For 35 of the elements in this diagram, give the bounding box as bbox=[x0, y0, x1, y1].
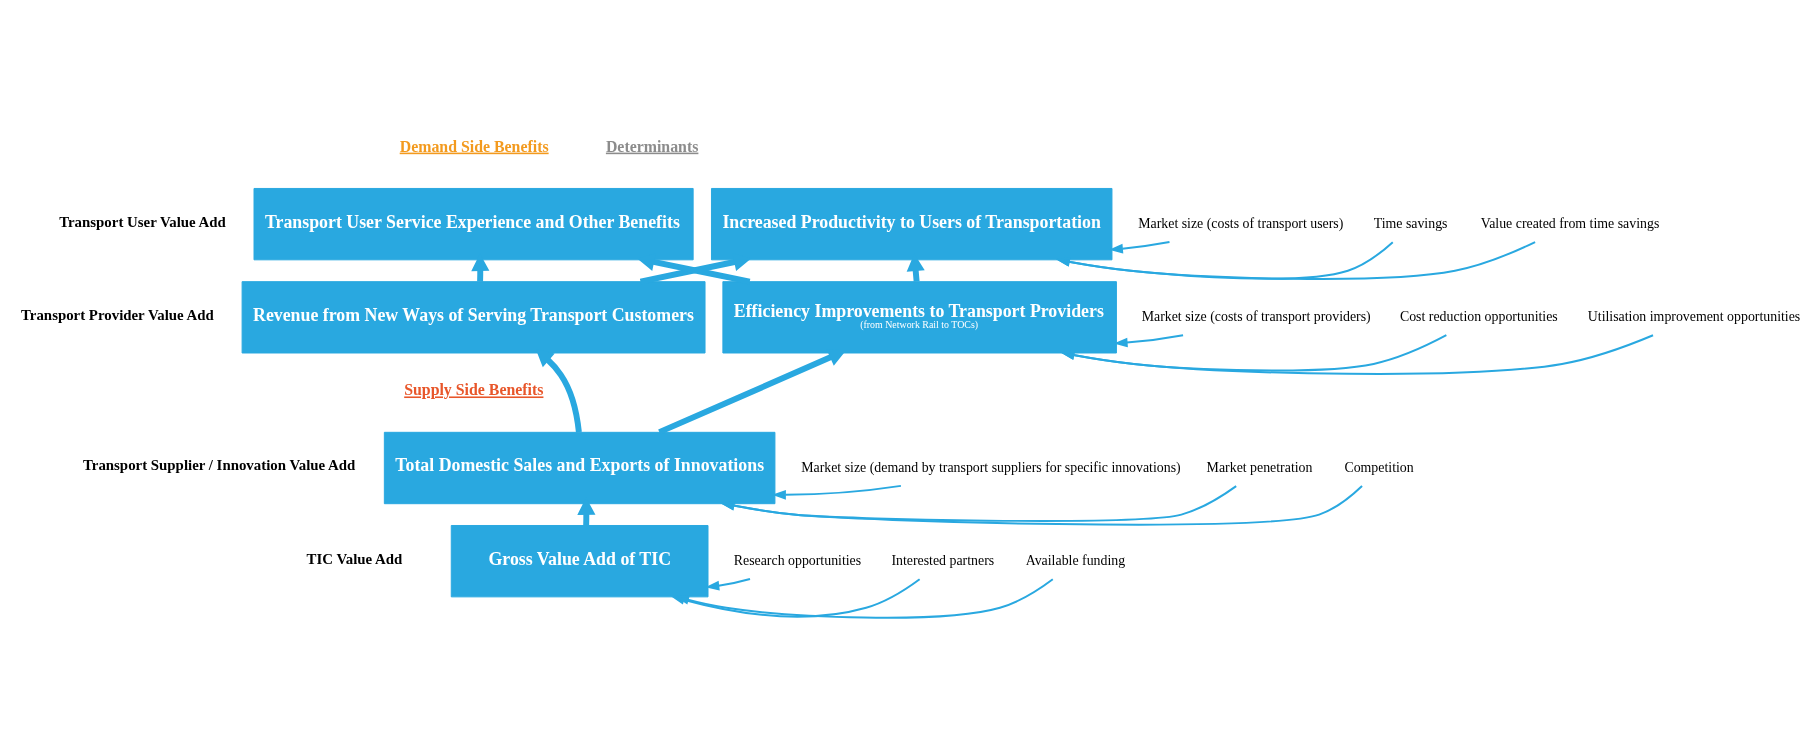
label: TIC Value Add bbox=[306, 550, 403, 567]
label: Supply Side Benefits bbox=[404, 380, 544, 398]
label: Transport Provider Value Add bbox=[21, 306, 214, 323]
node-box: Increased Productivity to Users of Transportation bbox=[711, 187, 1113, 260]
arrow bbox=[720, 484, 1238, 522]
arrow bbox=[705, 577, 751, 591]
node-text: Market size (costs of transport providers) bbox=[1141, 308, 1371, 324]
node-text: Market size (costs of transport users) bbox=[1138, 215, 1344, 231]
node-text: Value created from time savings bbox=[1480, 215, 1660, 231]
label: Transport User Value Add bbox=[59, 213, 226, 230]
node-text: Time savings bbox=[1373, 215, 1448, 231]
node-box: Gross Value Add of TIC bbox=[450, 524, 709, 597]
node-text: Cost reduction opportunities bbox=[1399, 308, 1558, 324]
node-text: Utilisation improvement opportunities bbox=[1587, 308, 1801, 324]
node-text: Competition bbox=[1344, 459, 1414, 475]
arrow bbox=[1060, 333, 1448, 371]
arrow bbox=[720, 484, 1364, 526]
arrow bbox=[1060, 333, 1655, 375]
node-box: Revenue from New Ways of Serving Transport Customers bbox=[241, 280, 706, 353]
arrow bbox=[1113, 333, 1185, 347]
arrow bbox=[1056, 240, 1537, 280]
node-text: Market penetration bbox=[1206, 459, 1313, 475]
node-text: Market size (demand by transport suppliers for specific innovations) bbox=[801, 459, 1181, 475]
node-text: Interested partners bbox=[891, 552, 995, 568]
node-text: Available funding bbox=[1025, 552, 1126, 568]
label: Transport Supplier / Innovation Value Add bbox=[83, 456, 356, 473]
node-text: Research opportunities bbox=[733, 552, 862, 568]
arrow bbox=[772, 484, 902, 500]
arrow bbox=[1056, 240, 1394, 280]
label: Determinants bbox=[605, 137, 699, 155]
node-box: Transport User Service Experience and Other Benefits bbox=[253, 187, 694, 260]
arrow bbox=[1109, 240, 1171, 253]
node-box: Efficiency Improvements to Transport Providers (from Network Rail to TOCs) bbox=[722, 280, 1117, 353]
label: Demand Side Benefits bbox=[399, 137, 549, 155]
node-box: Total Domestic Sales and Exports of Innovations bbox=[383, 431, 776, 504]
